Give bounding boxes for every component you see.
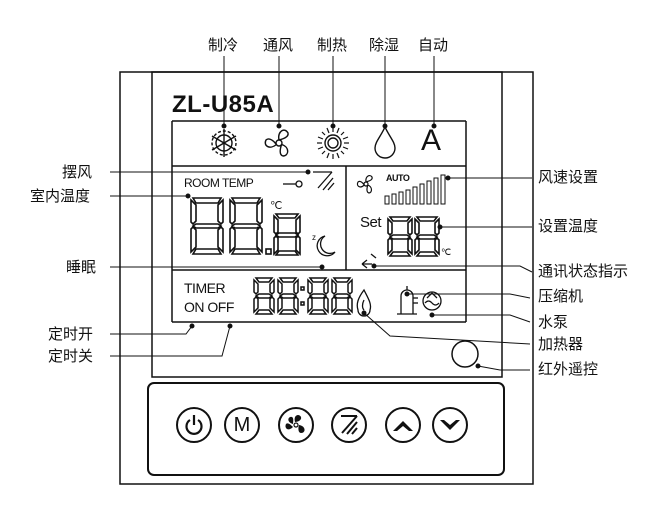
- timer-digits: [253, 277, 353, 315]
- label-fan-speed: 风速设置: [538, 168, 599, 186]
- swing-indicator-icon: [283, 171, 335, 191]
- fan-speed-bars: [384, 174, 446, 205]
- snowflake-icon: [211, 129, 237, 157]
- button-panel: [147, 382, 505, 476]
- down-button[interactable]: [432, 407, 468, 443]
- mode-button[interactable]: M: [224, 407, 260, 443]
- set-temp-digits: [387, 216, 440, 257]
- label-timer-on: 定时开: [48, 325, 94, 343]
- swing-button[interactable]: [331, 407, 367, 443]
- on-off-label: ON OFF: [184, 299, 234, 315]
- label-ir-remote: 红外遥控: [538, 360, 599, 378]
- label-comm-status: 通讯状态指示: [538, 262, 629, 280]
- auto-fan-label: AUTO: [386, 173, 410, 183]
- label-water-pump: 水泵: [538, 313, 569, 331]
- label-heater: 加热器: [538, 335, 584, 353]
- fan-icon: [264, 129, 289, 157]
- timer-label: TIMER: [184, 280, 226, 296]
- label-sleep: 睡眠: [66, 258, 97, 276]
- mode-button-label: M: [233, 413, 251, 436]
- set-label: Set: [360, 214, 382, 231]
- label-swing: 摆风: [62, 163, 93, 181]
- label-ventilation: 通风: [263, 36, 294, 54]
- set-temp-unit: ℃: [441, 247, 451, 257]
- room-temp-label: ROOM TEMP: [184, 176, 254, 190]
- auto-mode-letter: A: [421, 124, 442, 157]
- label-auto: 自动: [418, 36, 449, 54]
- ir-receiver: [451, 340, 479, 368]
- heater-icon: [356, 288, 372, 317]
- water-pump-icon: [422, 291, 442, 311]
- up-button[interactable]: [385, 407, 421, 443]
- power-button[interactable]: [176, 407, 212, 443]
- label-set-temperature: 设置温度: [538, 217, 599, 235]
- moon-icon: z: [312, 233, 336, 257]
- front-panel: [151, 71, 503, 378]
- label-timer-off: 定时关: [48, 347, 94, 365]
- compressor-icon: [397, 286, 418, 315]
- fan-button[interactable]: [278, 407, 314, 443]
- svg-text:z: z: [312, 233, 316, 242]
- room-temp-unit: ℃: [270, 200, 282, 212]
- label-compressor: 压缩机: [538, 287, 584, 305]
- room-temp-digits: [190, 197, 301, 256]
- label-cooling: 制冷: [208, 36, 239, 54]
- droplet-icon: [374, 125, 396, 159]
- small-fan-icon: [356, 175, 373, 194]
- label-dehumidify: 除湿: [369, 36, 400, 54]
- model-name: ZL-U85A: [172, 91, 275, 118]
- label-heating: 制热: [317, 36, 348, 54]
- sun-icon: [317, 127, 349, 159]
- comm-status-icon: [361, 253, 377, 269]
- label-room-temperature: 室内温度: [30, 187, 91, 205]
